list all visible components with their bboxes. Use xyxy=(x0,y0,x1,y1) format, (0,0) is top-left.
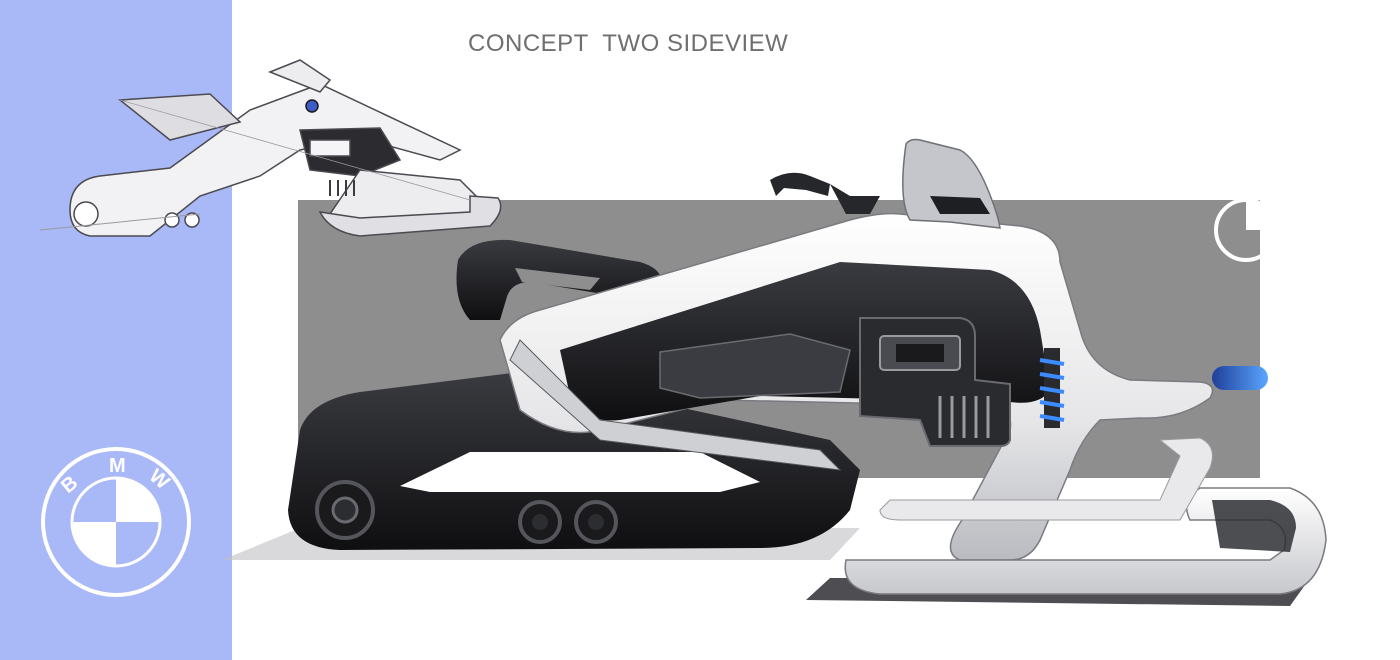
pencil-sketch xyxy=(39,59,502,237)
windscreen-vent xyxy=(930,196,990,214)
partial-roundel-icon xyxy=(1214,198,1278,262)
rear-ski xyxy=(879,437,1213,521)
track-window xyxy=(400,452,760,492)
bmw-roundel-icon: B M W xyxy=(41,447,191,597)
logo-letter-m: M xyxy=(109,455,126,477)
rear-handle-gap xyxy=(515,268,600,290)
page-title: CONCEPT TWO SIDEVIEW xyxy=(468,30,789,57)
suspension-spring xyxy=(1039,348,1065,428)
rendered-vehicle xyxy=(288,138,1327,595)
track-wheels xyxy=(315,480,618,544)
side-light-strip xyxy=(509,339,842,471)
windscreen xyxy=(902,138,1001,229)
handlebar-stem xyxy=(830,184,880,214)
side-panel xyxy=(659,333,851,399)
handlebar xyxy=(770,172,830,196)
front-blue-light xyxy=(1212,366,1268,390)
ski-cutout xyxy=(1212,500,1296,552)
